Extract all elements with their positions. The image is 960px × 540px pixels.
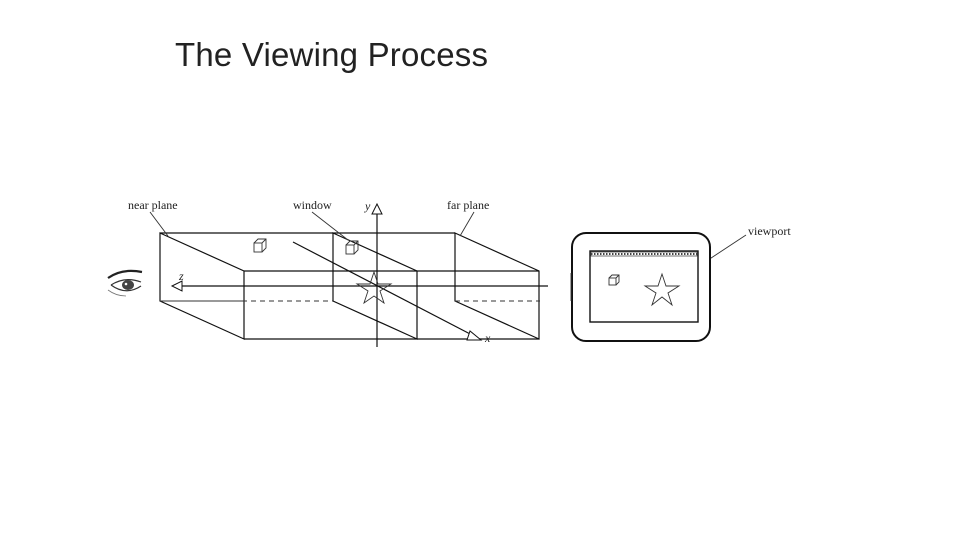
z-axis-arrowhead — [170, 280, 183, 292]
axis-label-y: y — [364, 199, 371, 213]
axis-label-x: x — [484, 331, 491, 345]
far-plane-leader — [459, 211, 475, 237]
cube-window — [345, 240, 359, 255]
viewport-screen — [589, 250, 699, 323]
view-volume — [159, 232, 540, 340]
viewport-star — [643, 272, 681, 307]
axis-label-z: z — [178, 269, 184, 283]
x-axis-arrowhead — [466, 330, 483, 341]
cube-near — [253, 238, 267, 253]
eye-icon — [107, 269, 143, 297]
viewport-cube — [608, 274, 620, 286]
y-axis-arrowhead — [371, 202, 383, 215]
label-viewport: viewport — [748, 224, 791, 238]
monitor — [570, 232, 711, 342]
label-window: window — [293, 198, 332, 212]
label-near-plane: near plane — [128, 198, 178, 212]
star-scene — [355, 270, 393, 305]
label-far-plane: far plane — [447, 198, 489, 212]
slide-title: The Viewing Process — [175, 36, 489, 73]
window-leader — [311, 211, 349, 241]
axes: y z x — [170, 199, 548, 347]
near-plane-leader — [149, 211, 169, 237]
